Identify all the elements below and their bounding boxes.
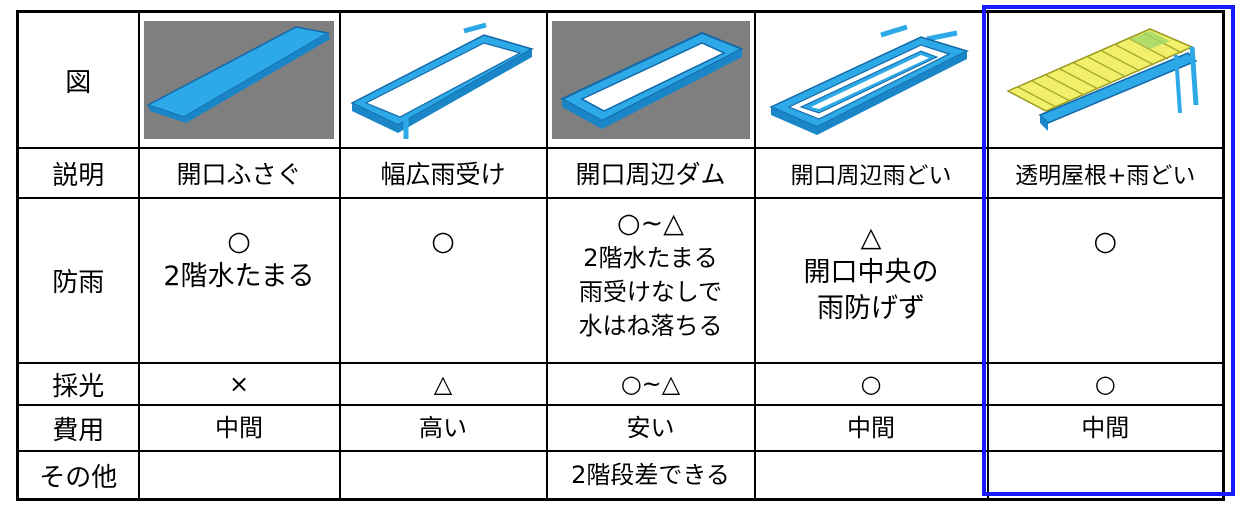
row-header-figure: 図 — [16, 10, 140, 149]
lighting-cell-5: ○ — [986, 362, 1225, 406]
description-cell-3: 開口周辺ダム — [545, 147, 756, 199]
lighting-row: 採光 × △ ○~△ ○ ○ — [16, 362, 1225, 406]
rain-cell-3: ○~△ 2階水たまる 雨受けなしで 水はね落ちる — [545, 197, 756, 364]
rain-mark: ○ — [1093, 226, 1118, 257]
figure-cell-2 — [338, 10, 548, 149]
rain-note-line: 開口中央の — [803, 257, 939, 288]
rain-note-line: 2階水たまる — [583, 244, 718, 272]
cost-cell-2: 高い — [338, 404, 548, 452]
wide-gutter-icon — [349, 22, 534, 139]
other-cell-5 — [986, 450, 1225, 501]
lighting-cell-2: △ — [338, 362, 548, 406]
cost-cell-3: 安い — [545, 404, 756, 452]
other-cell-2 — [338, 450, 548, 501]
cost-cell-5: 中間 — [986, 404, 1225, 452]
rain-cell-1: ○ 2階水たまる — [137, 197, 341, 364]
lighting-cell-1: × — [137, 362, 341, 406]
rain-cell-4: △ 開口中央の 雨防げず — [753, 197, 989, 364]
figure-cell-1 — [137, 10, 341, 149]
perimeter-dam-icon — [551, 21, 750, 139]
description-cell-2: 幅広雨受け — [338, 147, 548, 199]
lighting-cell-3: ○~△ — [545, 362, 756, 406]
other-row: その他 2階段差できる — [16, 450, 1225, 501]
cost-row: 費用 中間 高い 安い 中間 中間 — [16, 404, 1225, 452]
figure-cell-3 — [545, 10, 756, 149]
transparent-roof-icon — [1006, 28, 1199, 131]
figure-cell-4 — [753, 10, 989, 149]
perimeter-gutter-icon — [769, 24, 970, 135]
other-cell-1 — [137, 450, 341, 501]
other-cell-3: 2階段差できる — [545, 450, 756, 501]
row-header-cost: 費用 — [16, 404, 140, 452]
description-cell-1: 開口ふさぐ — [137, 147, 341, 199]
row-header-other: その他 — [16, 450, 140, 501]
rain-note-line: 水はね落ちる — [578, 312, 723, 340]
cost-cell-1: 中間 — [137, 404, 341, 452]
rain-mark: △ — [860, 222, 882, 253]
cost-cell-4: 中間 — [753, 404, 989, 452]
other-cell-4 — [753, 450, 989, 501]
rain-note-line: 雨防げず — [817, 293, 925, 324]
description-cell-5: 透明屋根+雨どい — [986, 147, 1225, 199]
rain-note-line: 2階水たまる — [163, 261, 315, 292]
row-header-lighting: 採光 — [16, 362, 140, 406]
row-header-rain: 防雨 — [16, 197, 140, 364]
rain-row: 防雨 ○ 2階水たまる ○ ○~△ 2階水たまる 雨受けなしで 水はね落ちる △… — [16, 197, 1225, 364]
description-row: 説明 開口ふさぐ 幅広雨受け 開口周辺ダム 開口周辺雨どい 透明屋根+雨どい — [16, 147, 1225, 199]
rain-mark: ○ — [227, 226, 251, 257]
description-cell-4: 開口周辺雨どい — [753, 147, 989, 199]
figure-cell-5 — [986, 10, 1225, 149]
flat-cover-icon — [144, 21, 334, 139]
figure-row: 図 — [16, 10, 1225, 149]
rain-note-line: 雨受けなしで — [578, 278, 723, 306]
rain-mark: ○~△ — [617, 208, 684, 239]
lighting-cell-4: ○ — [753, 362, 989, 406]
rain-cell-5: ○ — [986, 197, 1225, 364]
rain-cell-2: ○ — [338, 197, 548, 364]
row-header-description: 説明 — [16, 147, 140, 199]
comparison-table: 図 — [16, 10, 1225, 501]
rain-mark: ○ — [431, 226, 455, 257]
